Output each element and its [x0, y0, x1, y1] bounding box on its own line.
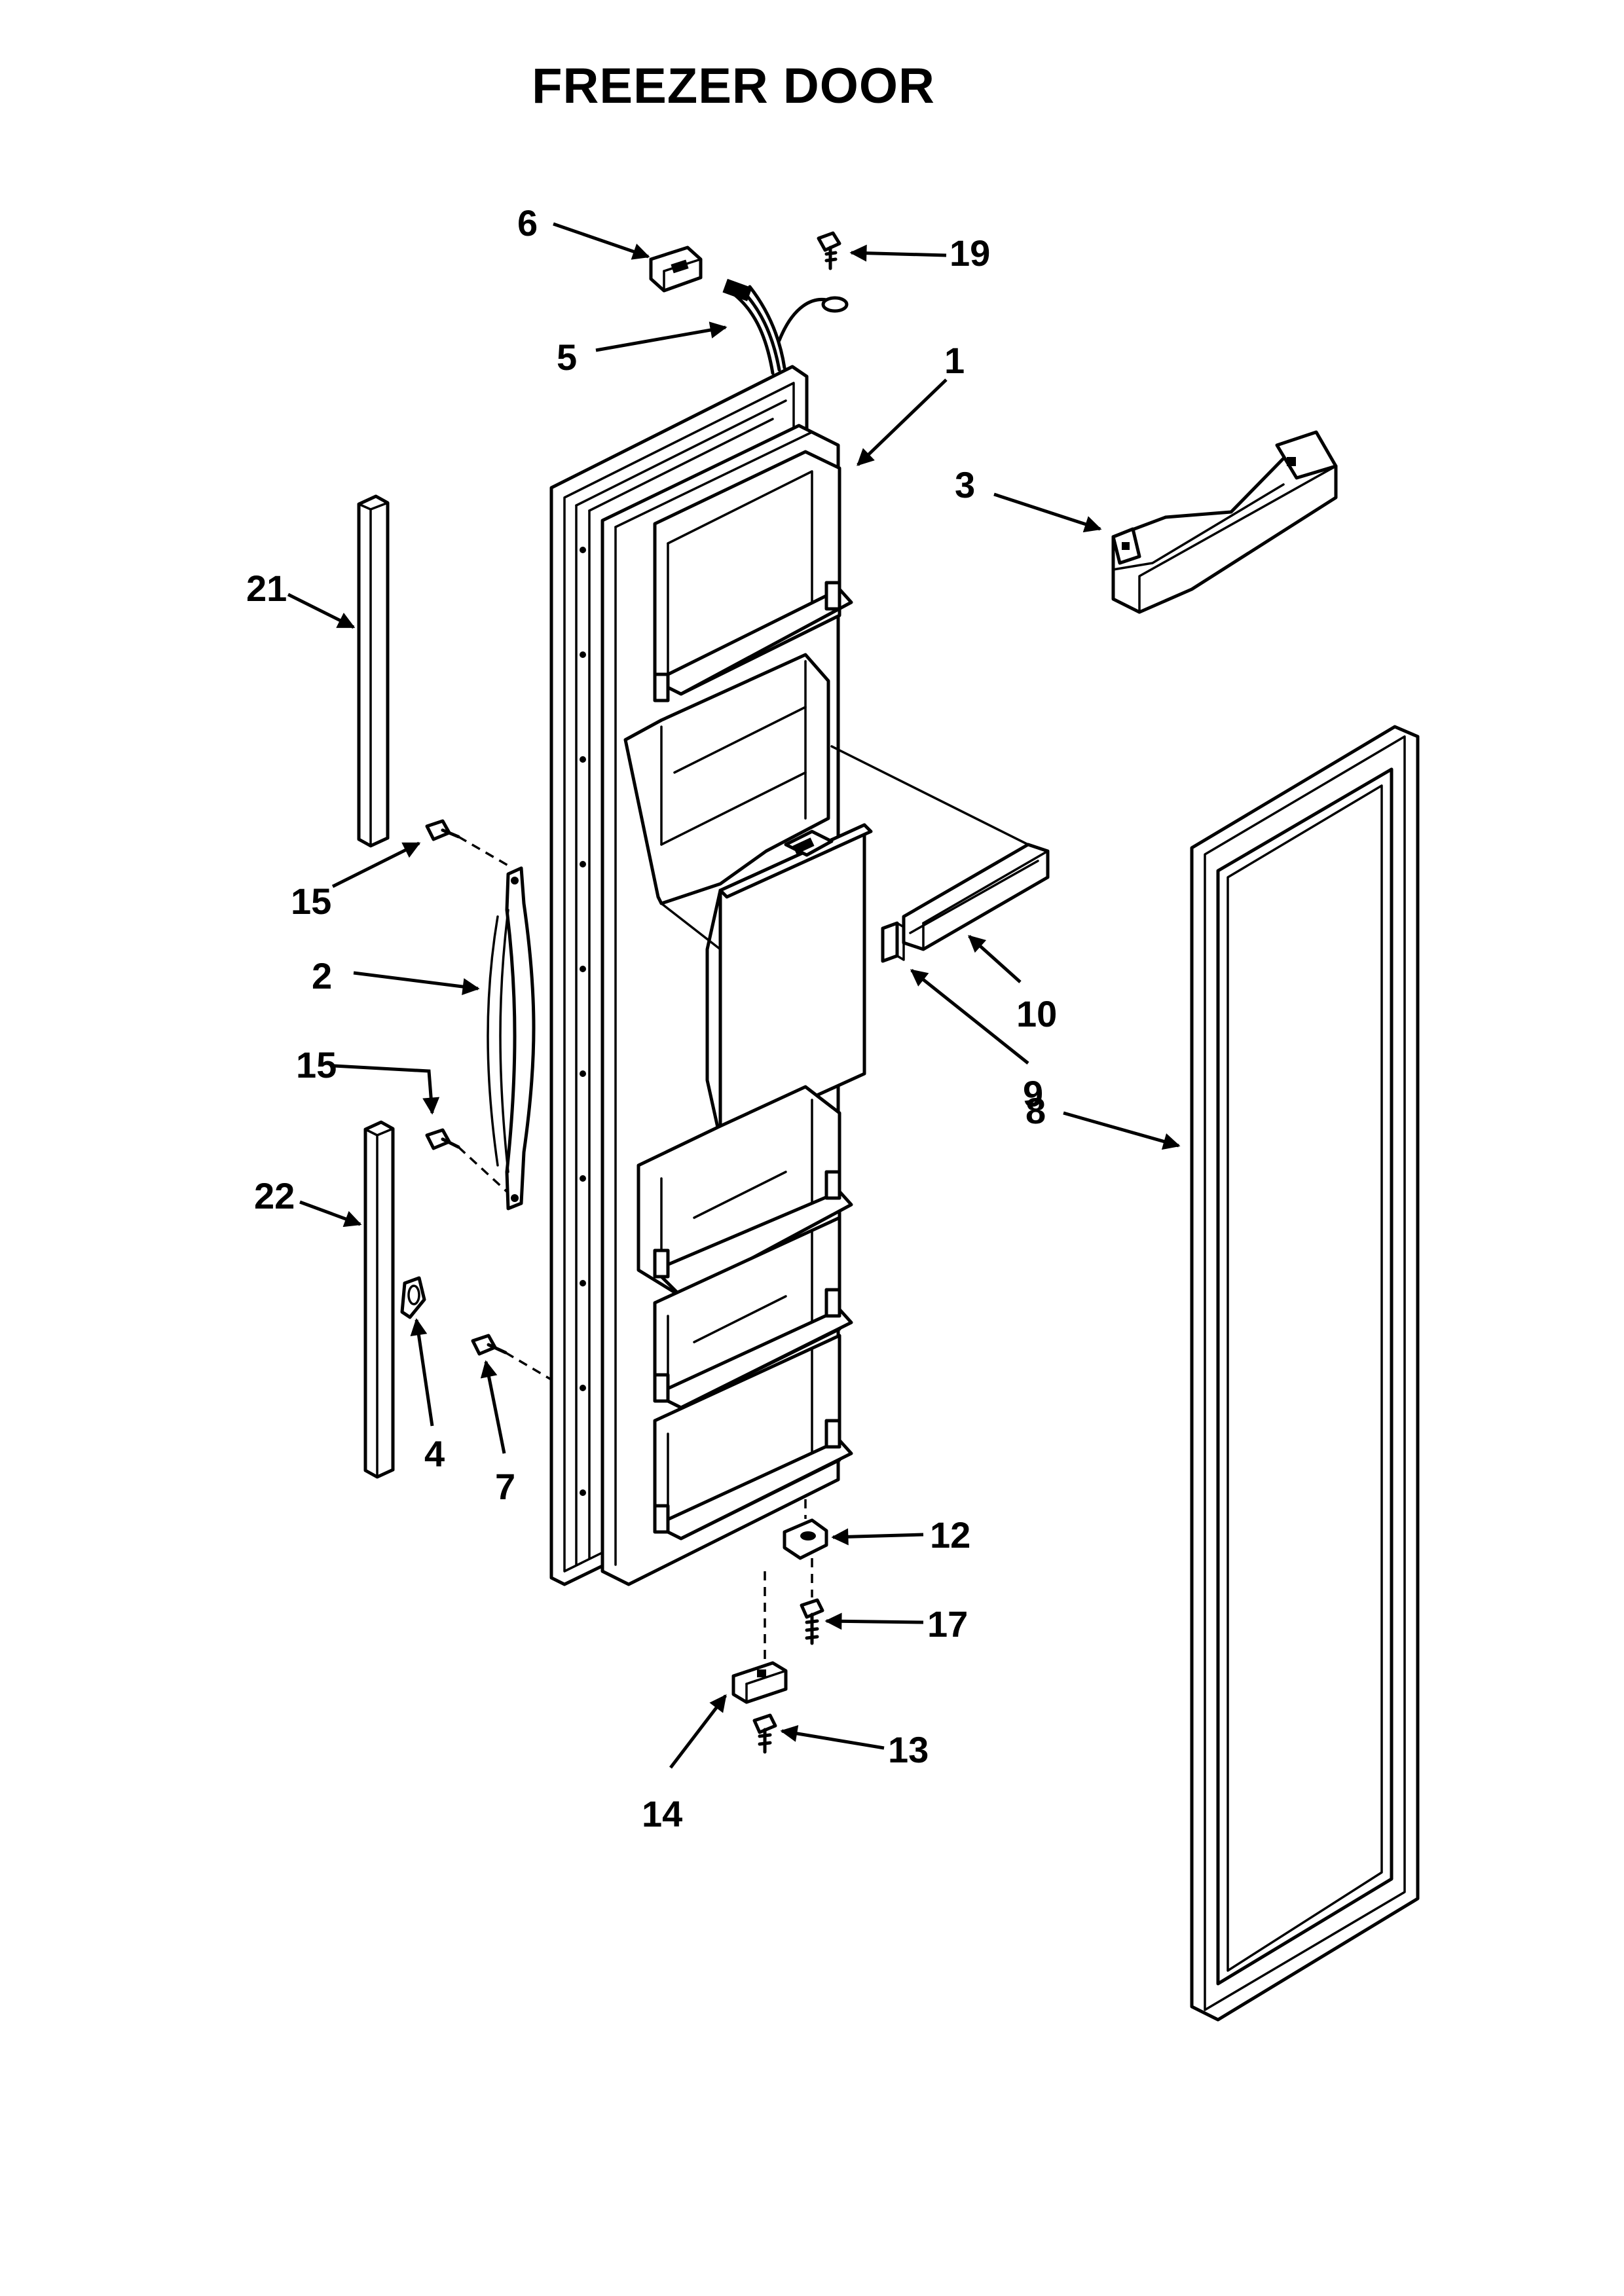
leader-1 [857, 378, 948, 466]
callout-4: 4 [424, 1433, 445, 1474]
dispenser-housing [623, 653, 873, 1141]
leader-6 [553, 222, 650, 260]
part-2-door-handle [487, 866, 536, 1211]
callout-7: 7 [495, 1466, 515, 1507]
part-22-trim-strip [363, 1120, 395, 1479]
leader-13 [780, 1725, 885, 1750]
callout-2: 2 [312, 955, 332, 996]
leader-9 [910, 969, 1029, 1065]
callout-14: 14 [642, 1793, 682, 1834]
callout-15-lower: 15 [296, 1044, 337, 1085]
leader-2 [353, 971, 480, 995]
door-bin-bottom [653, 1334, 853, 1540]
leader-22 [299, 1200, 362, 1228]
callout-labels: 6 19 5 1 3 21 15 2 15 22 4 7 10 9 8 12 1… [246, 202, 1057, 1834]
leader-8 [1063, 1111, 1181, 1150]
callout-1: 1 [944, 340, 965, 381]
leader-12 [831, 1528, 924, 1546]
leader-3 [993, 492, 1102, 533]
diagram-title: FREEZER DOOR [532, 58, 935, 114]
part-14-hinge-bracket [731, 1571, 788, 1704]
part-15-screw-upper [425, 819, 509, 867]
callout-13: 13 [888, 1729, 929, 1770]
part-5-wire-harness [722, 278, 849, 375]
callout-5: 5 [557, 337, 577, 378]
part-6-connector [649, 246, 703, 293]
part-12-hinge-bushing [783, 1499, 828, 1597]
part-9-end-cap [881, 921, 905, 963]
leader-arrows [287, 222, 1181, 1769]
leader-10 [968, 935, 1022, 983]
leader-14 [669, 1694, 727, 1769]
callout-21: 21 [246, 568, 287, 609]
leader-17 [824, 1613, 924, 1630]
leader-15-upper [331, 841, 421, 888]
leader-7 [480, 1360, 506, 1454]
leader-15-lower [333, 1064, 440, 1115]
door-bin-top [653, 450, 853, 702]
callout-15-upper: 15 [291, 881, 331, 922]
callout-19: 19 [950, 232, 990, 274]
part-3-door-shelf [1111, 430, 1338, 614]
callout-6: 6 [517, 202, 538, 244]
part-4-clip [400, 1276, 426, 1319]
door-bin-middle [637, 1085, 853, 1298]
part-8-door-gasket [1190, 725, 1420, 2022]
callout-22: 22 [254, 1175, 295, 1216]
part-21-trim-strip [357, 494, 390, 848]
callout-3: 3 [955, 464, 975, 505]
callout-12: 12 [930, 1514, 970, 1556]
part-15-screw-lower [425, 1128, 509, 1194]
leader-21 [287, 592, 356, 629]
part-7-screw [471, 1334, 557, 1384]
callout-9: 9 [1023, 1073, 1043, 1114]
callout-17: 17 [927, 1603, 968, 1645]
leader-19 [849, 244, 947, 262]
part-17-screw [800, 1598, 824, 1645]
door-rivets [580, 547, 586, 1496]
part-1-door-panel [549, 365, 873, 1586]
leader-5 [595, 321, 728, 352]
callout-10: 10 [1016, 993, 1057, 1034]
door-bin-lower [653, 1216, 853, 1410]
part-13-screw [752, 1713, 777, 1754]
leader-4 [410, 1318, 434, 1427]
callout-8: 8 [1025, 1090, 1046, 1131]
part-19-screw [817, 231, 841, 270]
